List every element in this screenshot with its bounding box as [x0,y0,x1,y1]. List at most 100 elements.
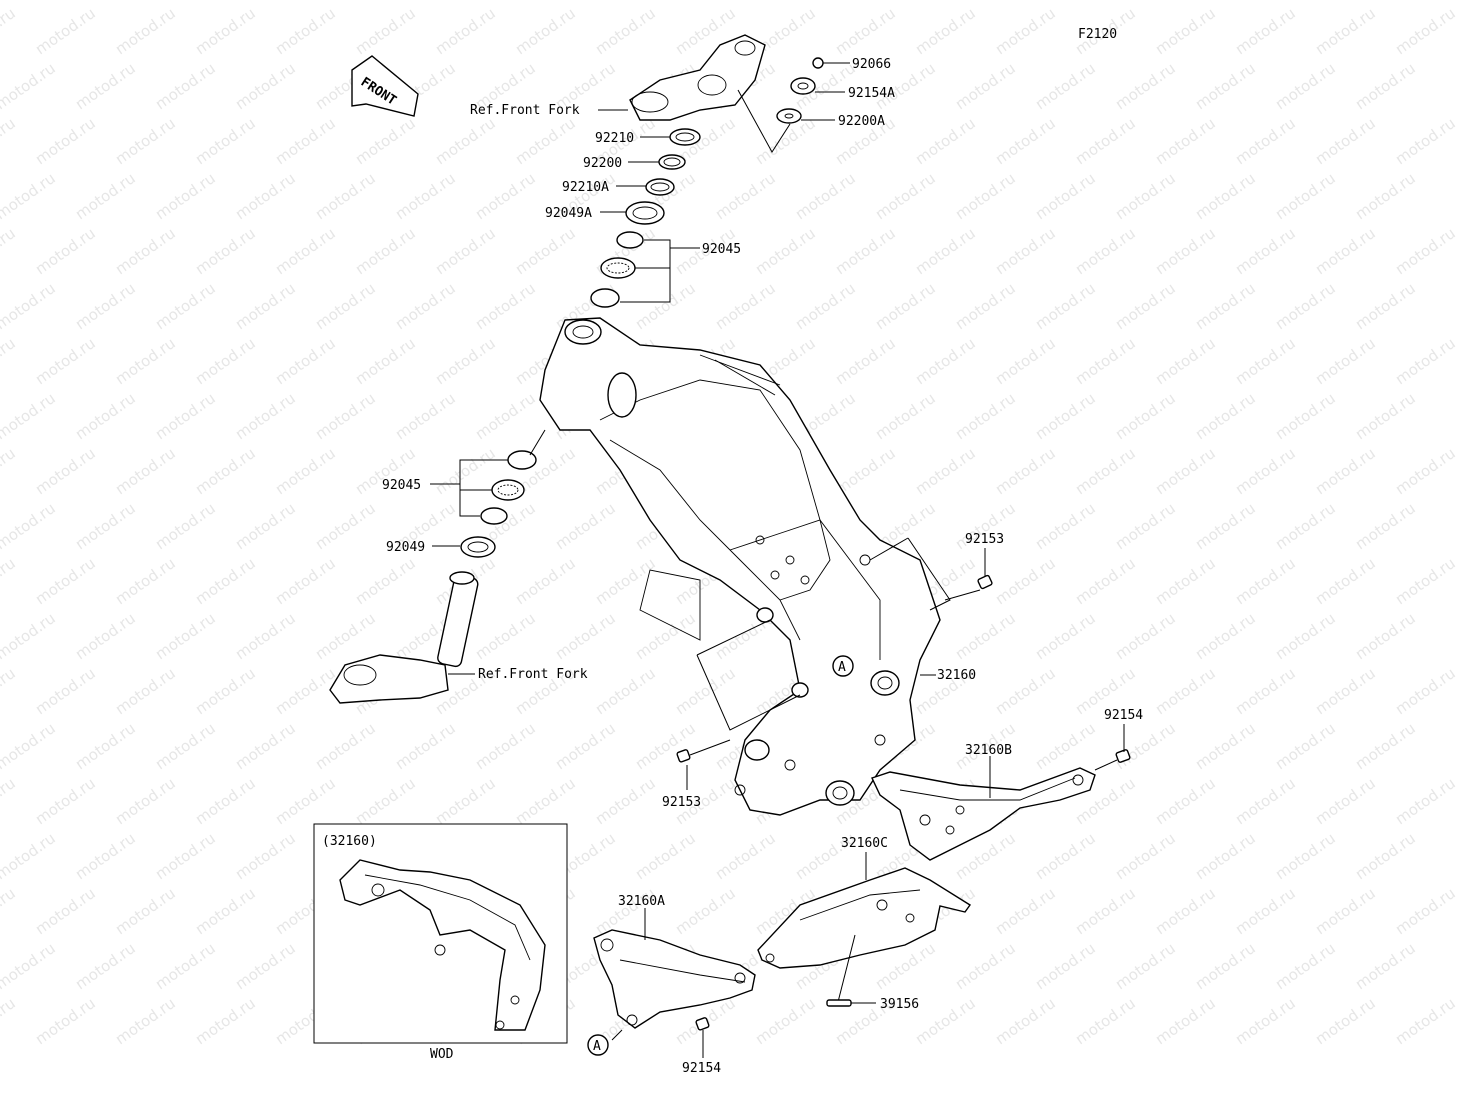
watermark-text: motod.ru [312,279,379,333]
watermark-text: motod.ru [952,389,1019,443]
callout-92049: 92049 [386,540,425,555]
watermark-text: motod.ru [592,884,659,938]
watermark-text: motod.ru [1192,939,1259,993]
watermark-text: motod.ru [1192,499,1259,553]
watermark-text: motod.ru [912,334,979,388]
watermark-text: motod.ru [112,114,179,168]
watermark-text: motod.ru [0,664,19,718]
watermark-text: motod.ru [1112,59,1179,113]
watermark-text: motod.ru [0,0,59,3]
watermark-text: motod.ru [112,554,179,608]
watermark-text: motod.ru [0,224,19,278]
watermark-text: motod.ru [1352,609,1419,663]
watermark-text: motod.ru [912,224,979,278]
watermark-text: motod.ru [1312,4,1379,58]
watermark-text: motod.ru [992,664,1059,718]
watermark-text: motod.ru [472,279,539,333]
watermark-text: motod.ru [1272,829,1339,883]
watermark-text: motod.ru [472,609,539,663]
watermark-text: motod.ru [232,609,299,663]
watermark-text: motod.ru [952,0,1019,3]
watermark-text: motod.ru [472,389,539,443]
bolt-92153-bottom [676,749,691,790]
callout-92049A: 92049A [545,206,592,221]
watermark-text: motod.ru [232,279,299,333]
watermark-text: motod.ru [792,169,859,223]
watermark-text: motod.ru [192,114,259,168]
watermark-text: motod.ru [1112,169,1179,223]
watermark-text: motod.ru [952,169,1019,223]
watermark-text: motod.ru [992,994,1059,1048]
bolt-92154-bottom [695,1017,710,1058]
watermark-text: motod.ru [32,884,99,938]
watermark-text: motod.ru [272,334,339,388]
watermark-text: motod.ru [752,224,819,278]
watermark-text: motod.ru [312,389,379,443]
watermark-text: motod.ru [1072,334,1139,388]
watermark-text: motod.ru [592,774,659,828]
watermark-text: motod.ru [0,444,19,498]
watermark-text: motod.ru [1392,334,1459,388]
watermark-text: motod.ru [0,774,19,828]
reference-mark-a-frame: A [832,655,854,677]
watermark-text: motod.ru [1032,279,1099,333]
watermark-text: motod.ru [1112,499,1179,553]
watermark-text: motod.ru [1392,664,1459,718]
watermark-text: motod.ru [192,444,259,498]
watermark-text: motod.ru [432,774,499,828]
watermark-text: motod.ru [352,114,419,168]
watermark-text: motod.ru [672,664,739,718]
watermark-text: motod.ru [352,4,419,58]
callout-ref-front-fork-top: Ref.Front Fork [470,103,580,118]
watermark-text: motod.ru [32,774,99,828]
callout-32160C: 32160C [841,836,888,851]
watermark-text: motod.ru [232,169,299,223]
bracket-32160B [871,756,1096,861]
watermark-text: motod.ru [1112,609,1179,663]
watermark-text: motod.ru [0,994,19,1048]
watermark-text: motod.ru [1312,994,1379,1048]
watermark-text: motod.ru [432,4,499,58]
watermark-text: motod.ru [992,114,1059,168]
watermark-text: motod.ru [632,719,699,773]
bracket-32160C [757,852,972,1003]
bolt-92154-right [1094,724,1131,771]
watermark-text: motod.ru [1152,774,1219,828]
watermark-text: motod.ru [1032,499,1099,553]
watermark-text: motod.ru [0,609,59,663]
watermark-text: motod.ru [1072,114,1139,168]
front-direction-arrow: FRONT [351,55,419,117]
callout-92154-bottom: 92154 [682,1061,721,1076]
watermark-text: motod.ru [1352,719,1419,773]
watermark-text: motod.ru [112,664,179,718]
watermark-text: motod.ru [552,0,619,3]
watermark-text: motod.ru [1192,609,1259,663]
watermark-text: motod.ru [592,554,659,608]
watermark-text: motod.ru [1192,829,1259,883]
callout-92154-right: 92154 [1104,708,1143,723]
watermark-text: motod.ru [312,0,379,3]
callout-92200: 92200 [583,156,622,171]
callout-labels: Ref.Front Fork 92066 92154A 92200A 92210… [382,57,1143,1076]
watermark-text: motod.ru [312,609,379,663]
watermark-text: motod.ru [192,4,259,58]
callout-39156: 39156 [880,997,919,1012]
watermark-text: motod.ru [1232,224,1299,278]
watermark-text: motod.ru [632,279,699,333]
watermark-text: motod.ru [992,4,1059,58]
watermark-text: motod.ru [912,114,979,168]
watermark-text: motod.ru [1232,994,1299,1048]
watermark-text: motod.ru [992,224,1059,278]
watermark-text: motod.ru [272,664,339,718]
watermark-text: motod.ru [1392,884,1459,938]
watermark-text: motod.ru [0,884,19,938]
watermark-text: motod.ru [112,4,179,58]
watermark-text: motod.ru [32,994,99,1048]
watermark-text: motod.ru [712,279,779,333]
watermark-text: motod.ru [712,0,779,3]
watermark-text: motod.ru [32,444,99,498]
watermark-text: motod.ru [432,224,499,278]
watermark-text: motod.ru [832,334,899,388]
watermark-text: motod.ru [152,829,219,883]
watermark-text: motod.ru [0,554,19,608]
